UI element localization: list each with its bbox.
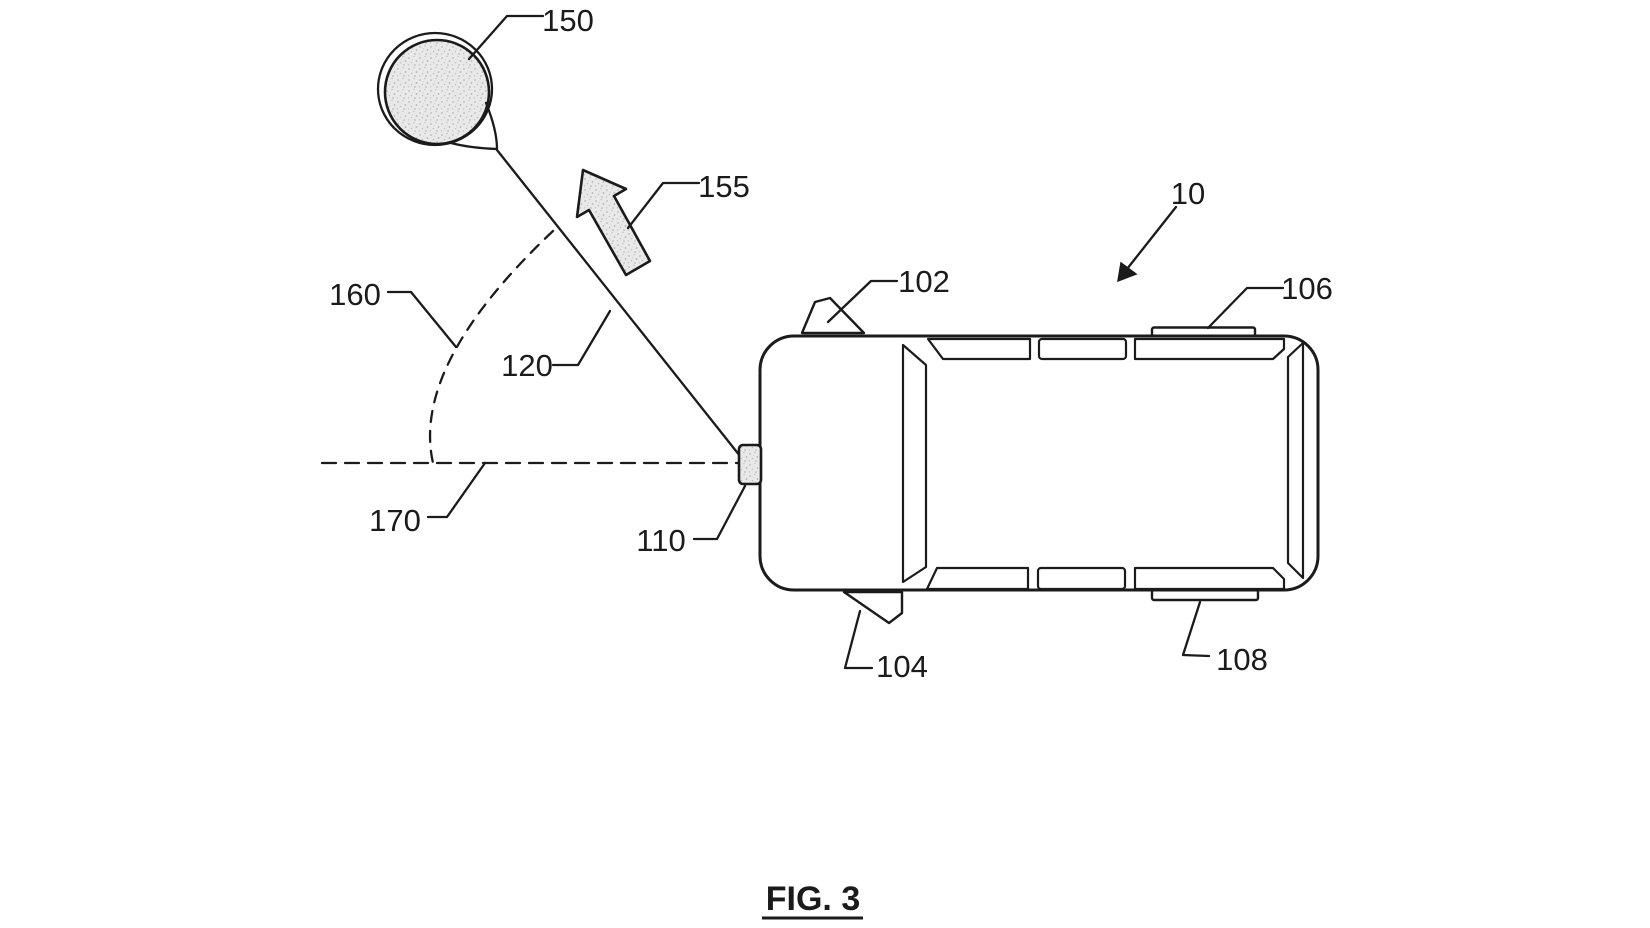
label-170: 170: [369, 503, 421, 538]
vehicle-rear-window: [1286, 341, 1305, 580]
leader-102: [826, 279, 899, 324]
leader-104: [843, 609, 874, 670]
label-150: 150: [542, 3, 594, 38]
label-155: 155: [698, 169, 750, 204]
leader-10-arrowhead-icon: [1117, 261, 1138, 283]
reference-numerals: 150 155 160 120 170 110 102 104 10 106 1…: [329, 3, 1333, 684]
object-150-group: [376, 31, 499, 151]
label-106: 106: [1281, 271, 1333, 306]
label-102: 102: [898, 264, 950, 299]
vehicle-window-bottom-middle: [1036, 566, 1127, 591]
vehicle-window-top-middle: [1037, 337, 1128, 361]
label-120: 120: [501, 348, 553, 383]
angle-arc-160: [428, 229, 555, 465]
label-104: 104: [876, 649, 928, 684]
motion-arrow-155: [575, 168, 652, 277]
leader-lines: [386, 14, 1285, 670]
vehicle-sensor-110: [737, 443, 763, 486]
leader-108: [1181, 600, 1211, 658]
leader-160: [386, 290, 458, 349]
vehicle-window-bottom-front: [925, 566, 1030, 591]
sight-line-120: [495, 148, 742, 458]
leader-150: [467, 14, 545, 61]
label-108: 108: [1216, 642, 1268, 677]
vehicle-mirror-102: [800, 296, 866, 335]
leader-155: [626, 181, 701, 230]
leader-106: [1206, 286, 1285, 330]
vehicle-mirror-104: [842, 590, 904, 625]
vehicle-body: [758, 334, 1320, 592]
label-110: 110: [636, 523, 685, 558]
vehicle-group: [737, 296, 1320, 625]
leader-170: [426, 461, 487, 519]
label-10: 10: [1171, 176, 1205, 211]
vehicle-window-top-rear: [1133, 337, 1286, 361]
leader-10-shaft: [1125, 205, 1178, 271]
label-160: 160: [329, 277, 381, 312]
vehicle-window-bottom-rear: [1133, 566, 1286, 591]
vehicle-window-top-front: [926, 337, 1032, 361]
figure-caption-group: FIG. 3: [762, 880, 863, 920]
leader-120: [551, 309, 612, 367]
figure-caption: FIG. 3: [766, 880, 860, 918]
object-ball-outline: [376, 31, 494, 147]
vehicle-windshield: [901, 343, 928, 584]
leader-110: [692, 484, 747, 541]
